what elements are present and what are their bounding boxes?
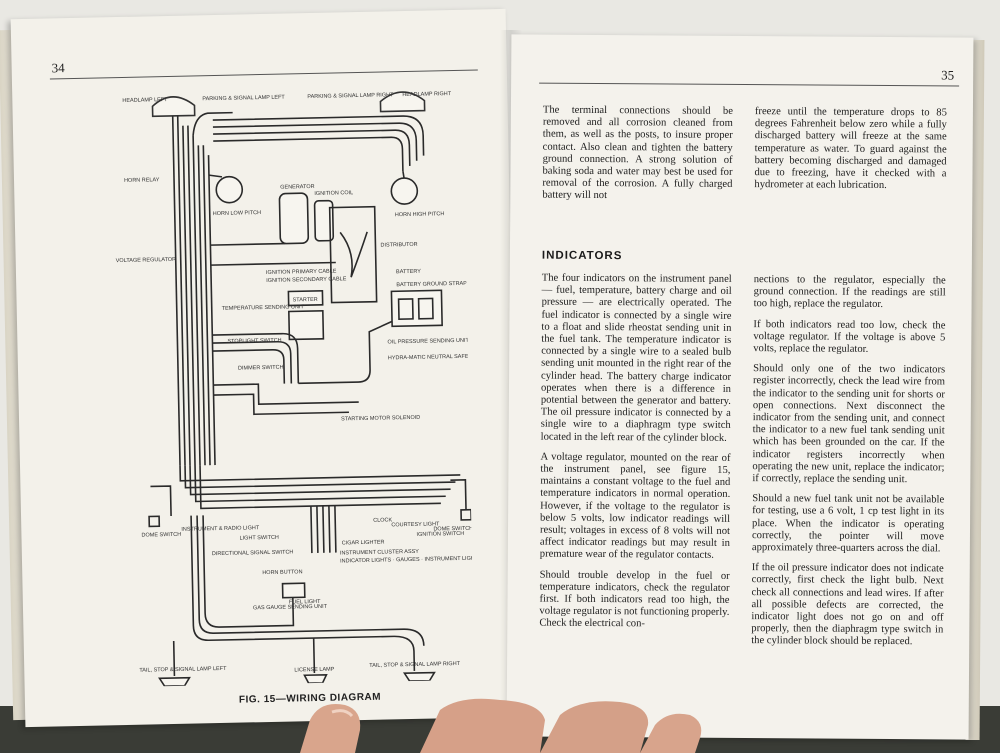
label-parking-right: PARKING & SIGNAL LAMP RIGHT: [307, 92, 394, 100]
label-oil-pressure-unit: OIL PRESSURE SENDING UNIT: [387, 338, 469, 346]
label-ignition-primary: IGNITION PRIMARY CABLE: [266, 268, 337, 275]
label-battery-ground: BATTERY GROUND STRAP: [396, 281, 467, 288]
label-voltage-regulator: VOLTAGE REGULATOR: [116, 257, 177, 264]
text-column-top-left: The terminal connections should be remov…: [542, 105, 733, 204]
label-starting-motor: STARTING MOTOR SOLENOID: [341, 415, 420, 423]
label-tail-right: TAIL, STOP & SIGNAL LAMP RIGHT: [369, 661, 461, 669]
paragraph: The terminal connections should be remov…: [542, 104, 733, 202]
label-instrument-lights: INSTRUMENT & RADIO LIGHT: [181, 525, 260, 533]
page-number-left: 34: [51, 60, 65, 76]
paragraph: freeze until the temperature drops to 85…: [754, 106, 947, 192]
holding-hand: [300, 698, 702, 753]
label-temperature-unit: TEMPERATURE SENDING UNIT: [222, 304, 305, 312]
label-battery: BATTERY: [396, 269, 421, 276]
label-clock: CLOCK: [373, 517, 392, 523]
label-directional-switch: DIRECTIONAL SIGNAL SWITCH: [212, 549, 294, 557]
label-starter: STARTER: [293, 297, 318, 304]
label-hydramatic-switch: HYDRA-MATIC NEUTRAL SAFETY SWITCH: [388, 353, 475, 361]
label-light-switch: LIGHT SWITCH: [240, 535, 279, 542]
paragraph: Should only one of the two indicators re…: [752, 363, 946, 486]
label-horn-low: HORN LOW PITCH: [213, 210, 261, 217]
header-rule-left: [49, 69, 478, 80]
label-generator: GENERATOR: [280, 184, 314, 191]
text-column-top-right: freeze until the temperature drops to 85…: [754, 106, 947, 193]
paragraph: A voltage regulator, mounted on the rear…: [539, 451, 731, 562]
label-headlamp-right: HEADLAMP RIGHT: [402, 91, 452, 98]
label-cluster-items: INDICATOR LIGHTS · GAUGES · INSTRUMENT L…: [340, 556, 475, 565]
label-fuel-light: FUEL LIGHT: [289, 599, 321, 606]
label-dome-switch-right: DOME SWITCH: [433, 526, 473, 533]
label-horn-high: HORN HIGH PITCH: [395, 211, 445, 218]
label-gas-gauge: GAS GAUGE SENDING UNIT: [253, 604, 328, 612]
label-parking-left: PARKING & SIGNAL LAMP LEFT: [202, 95, 285, 103]
label-horn-button: HORN BUTTON: [262, 569, 302, 576]
paragraph: Should a new fuel tank unit not be avail…: [751, 493, 945, 555]
paragraph: If both indicators read too low, check t…: [753, 318, 946, 355]
label-license-lamp: LICENSE LAMP: [294, 667, 334, 674]
paragraph: nections to the regulator, especially th…: [753, 274, 946, 311]
left-page: 34: [10, 8, 521, 728]
label-dimmer-switch: DIMMER SWITCH: [238, 365, 284, 372]
page-number-right: 35: [941, 67, 955, 83]
label-stoplight-switch: STOPLIGHT SWITCH: [227, 338, 281, 345]
paragraph: Should trouble develop in the fuel or te…: [539, 569, 730, 630]
label-dome-switch-left: DOME SWITCH: [141, 532, 181, 539]
label-ignition-coil: IGNITION COIL: [314, 190, 353, 197]
label-ignition-secondary: IGNITION SECONDARY CABLE: [266, 276, 347, 284]
label-distributor: DISTRIBUTOR: [380, 242, 417, 249]
paragraph: The four indicators on the instrument pa…: [540, 272, 732, 444]
label-cluster-assy: INSTRUMENT CLUSTER ASSY: [340, 549, 419, 557]
right-page: 35 The terminal connections should be re…: [506, 34, 974, 740]
label-tail-left: TAIL, STOP & SIGNAL LAMP LEFT: [139, 666, 227, 674]
section-heading: INDICATORS: [541, 249, 623, 263]
wiring-diagram: HEADLAMP LEFT PARKING & SIGNAL LAMP LEFT…: [116, 91, 475, 687]
paragraph: If the oil pressure indicator does not i…: [751, 562, 944, 648]
header-rule-right: [539, 82, 960, 87]
label-ignition-switch: IGNITION SWITCH: [416, 531, 464, 538]
label-headlamp-left: HEADLAMP LEFT: [122, 97, 168, 104]
label-cigar-lighter: CIGAR LIGHTER: [342, 540, 385, 547]
text-column-left: The four indicators on the instrument pa…: [539, 273, 731, 632]
text-column-right: nections to the regulator, especially th…: [751, 274, 946, 649]
label-courtesy-light: COURTESY LIGHT: [391, 521, 440, 528]
label-horn-relay: HORN RELAY: [124, 177, 160, 184]
